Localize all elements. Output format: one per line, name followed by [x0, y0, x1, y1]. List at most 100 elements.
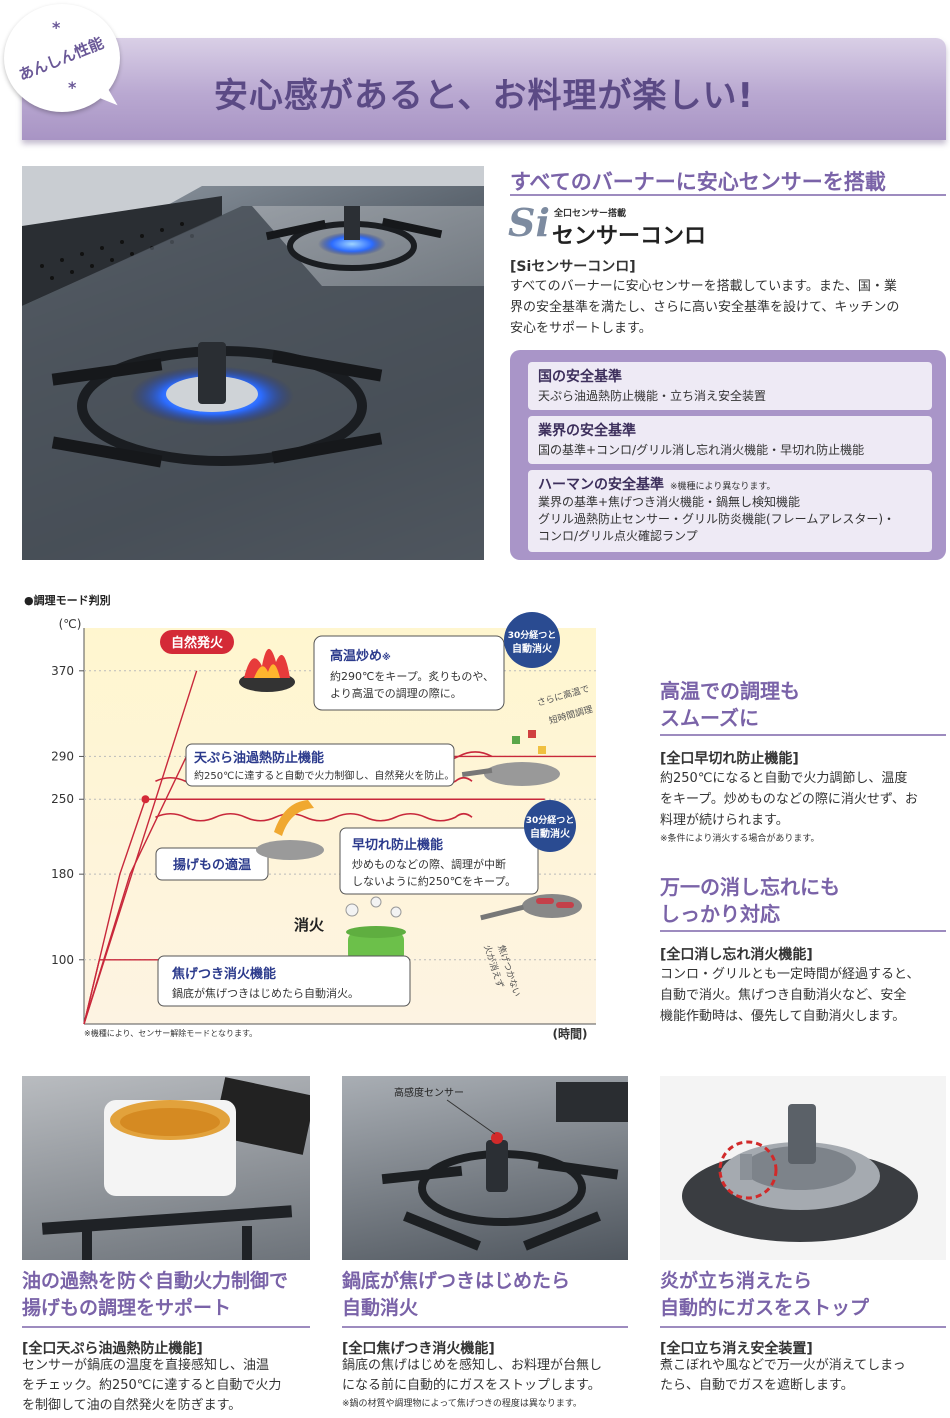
fire-icon: [244, 648, 290, 678]
stove-photo: [22, 166, 484, 560]
intro-heading: すべてのバーナーに安心センサーを搭載: [510, 170, 886, 194]
heading-line: 油の過熱を防ぐ自動火力制御で: [22, 1270, 289, 1292]
auto-off-badge: [504, 612, 560, 668]
early-cut-heading: 高温での調理も スムーズに: [660, 678, 800, 732]
early-cut-line: 炒めものなどの際、調理が中断: [352, 857, 506, 871]
heading-line: 炎が立ち消えたら: [660, 1270, 813, 1292]
body-line: をキープ。炒めものなどの際に消火せず、お: [660, 792, 918, 807]
star-icon: *: [52, 18, 61, 37]
tempura-point: [141, 795, 150, 804]
standard-desc: 天ぷら油過熱防止機能・立ち消え安全装置: [538, 389, 767, 403]
flame-failure-illustration: [682, 1104, 918, 1242]
intro-body-line: すべてのバーナーに安心センサーを搭載しています。また、国・業: [510, 279, 897, 294]
sensor-caption: 高感度センサー: [394, 1086, 464, 1099]
early-cut-label: [全口早切れ防止機能]: [660, 751, 799, 767]
sensor-burner-illustration: 高感度センサー: [381, 1082, 628, 1251]
divider: [660, 930, 946, 932]
tempura-line: 約250℃に達すると自動で火力制御し、自然発火を防止。: [194, 769, 454, 782]
heading-line: 万一の消し忘れにも: [660, 875, 840, 899]
standard-harman: ハーマンの安全基準※機種により異なります。 業界の基準+焦げつき消火機能・鍋無し…: [528, 470, 932, 552]
chart-title: ●調理モード判別: [24, 594, 111, 607]
standard-note: ※機種により異なります。: [670, 482, 776, 492]
tempura-pot-photo: [22, 1076, 310, 1260]
flame-failure-heading: 炎が立ち消えたら 自動的にガスをストップ: [660, 1268, 869, 1322]
tempura-label: [全口天ぷら油過熱防止機能]: [22, 1341, 203, 1357]
star-icon: *: [68, 78, 77, 97]
scorch-note: ※鍋の材質や調理物によって焦げつきの程度は異なります。: [342, 1399, 582, 1409]
tempura-heading: 油の過熱を防ぐ自動火力制御で 揚げもの調理をサポート: [22, 1268, 288, 1322]
series-line: [83, 670, 198, 1025]
flame-failure-body: 煮こぼれや風などで万一火が消えてしまっ たら、自動でガスを遮断します。: [660, 1356, 906, 1396]
chart-footnote: ※機種により、センサー解除モードとなります。: [84, 1028, 257, 1038]
tempura-wave-lower: [155, 812, 473, 822]
divider: [22, 1326, 310, 1328]
heading-line: しっかり対応: [660, 902, 780, 926]
scorch-body: 鍋底の焦げはじめを感知し、お料理が台無し になる前に自動的にガスをストップします…: [342, 1356, 602, 1412]
extinguish-label: 消火: [294, 916, 325, 934]
high-temp-title: 高温炒め※: [330, 648, 391, 664]
standard-title: 国の安全基準: [538, 369, 622, 385]
early-cut-callout: [339, 827, 539, 895]
divider: [342, 1326, 628, 1328]
high-temp-callout: [313, 635, 505, 711]
si-logo-subtitle: 全口センサー搭載: [554, 209, 627, 219]
tempura-shrimp-icon: [274, 800, 314, 836]
y-axis-label: (℃): [59, 617, 82, 631]
heading-line: 鍋底が焦げつきはじめたら: [342, 1270, 571, 1292]
tempura-title: 天ぷら油過熱防止機能: [194, 750, 324, 766]
y-tick-label: 370: [51, 664, 74, 678]
body-line: 鍋底の焦げはじめを感知し、お料理が台無し: [342, 1358, 603, 1373]
si-logo-name: センサーコンロ: [552, 224, 707, 249]
intro-body-line: 界の安全基準を満たし、さらに高い安全基準を設けて、キッチンの: [510, 300, 900, 315]
auto-ignition-pill: [160, 630, 234, 654]
auto-off-badge-line: 30分経つと: [508, 629, 557, 641]
sensor-burner-photo: 高感度センサー: [342, 1076, 628, 1260]
y-tick-label: 180: [51, 867, 74, 881]
body-line: 自動で消火。焦げつき自動消火など、安全: [660, 988, 907, 1003]
intro-body: すべてのバーナーに安心センサーを搭載しています。また、国・業 界の安全基準を満た…: [510, 276, 950, 339]
intro-label: [Siセンサーコンロ]: [510, 259, 636, 275]
heading-line: 自動的にガスをストップ: [660, 1297, 870, 1319]
tempura-pot-illustration: [41, 1077, 310, 1260]
body-line: になる前に自動的にガスをストップします。: [342, 1378, 601, 1393]
heading-line: 自動消火: [342, 1297, 419, 1319]
si-logo-mark: Si: [508, 200, 550, 245]
casserole-pot-icon: [348, 932, 404, 962]
body-line: コンロ・グリルとも一定時間が経過すると、: [660, 967, 920, 982]
scorch-label: [全口焦げつき消火機能]: [342, 1341, 495, 1357]
fry-label: 揚げもの適温: [173, 857, 251, 873]
x-axis-label: (時間): [553, 1026, 588, 1041]
scorch-title: 焦げつき消火機能: [171, 966, 276, 982]
series-line: [83, 798, 545, 1025]
page-title: 安心感があると、お料理が楽しい!: [213, 76, 755, 116]
sensor-highlight: [718, 1140, 778, 1200]
flame-failure-photo: [660, 1076, 946, 1260]
high-temp-line: より高温での調理の際に。: [330, 686, 462, 700]
fryer-pot-icon: [256, 840, 324, 860]
safety-standards-box: 国の安全基準 天ぷら油過熱防止機能・立ち消え安全装置 業界の安全基準 国の基準+…: [510, 350, 946, 560]
auto-off-badge-line: 30分経つと: [526, 814, 575, 826]
body-line: たら、自動でガスを遮断します。: [660, 1378, 854, 1393]
early-cut-note: ※条件により消火する場合があります。: [660, 834, 820, 844]
flame-failure-label: [全口立ち消え安全装置]: [660, 1341, 813, 1357]
forget-off-heading: 万一の消し忘れにも しっかり対応: [660, 874, 840, 928]
body-line: をチェック。約250℃に達すると自動で火力: [22, 1378, 282, 1393]
early-cut-body: 約250℃になると自動で火力調節し、温度 をキープ。炒めものなどの際に消火せず、…: [660, 768, 918, 847]
standard-title: 業界の安全基準: [538, 423, 636, 439]
forget-off-label: [全口消し忘れ消火機能]: [660, 947, 813, 963]
feature-badge-label: あんしん性能: [16, 33, 107, 85]
early-cut-line: しないように約250℃をキープ。: [352, 874, 516, 888]
tempura-body: センサーが鍋底の温度を直接感知し、油温 をチェック。約250℃に達すると自動で火…: [22, 1356, 281, 1416]
header-banner: 安心感があると、お料理が楽しい!: [22, 38, 946, 140]
body-line: 機能作動時は、優先して自動消火します。: [660, 1009, 906, 1024]
standard-desc: 業界の基準+焦げつき消火機能・鍋無し検知機能: [538, 495, 801, 509]
feature-badge: * あんしん性能 *: [4, 4, 120, 112]
heading-line: 揚げもの調理をサポート: [22, 1297, 232, 1319]
body-line: 煮こぼれや風などで万一火が消えてしまっ: [660, 1358, 906, 1373]
auto-off-badge-line: 自動消火: [512, 642, 553, 655]
divider: [510, 194, 946, 196]
scorch-callout: [157, 955, 411, 1007]
heading-line: スムーズに: [660, 706, 759, 730]
scorch-heading: 鍋底が焦げつきはじめたら 自動消火: [342, 1268, 570, 1322]
standard-industry: 業界の安全基準 国の基準+コンロ/グリル消し忘れ消火機能・早切れ防止機能: [528, 416, 932, 464]
